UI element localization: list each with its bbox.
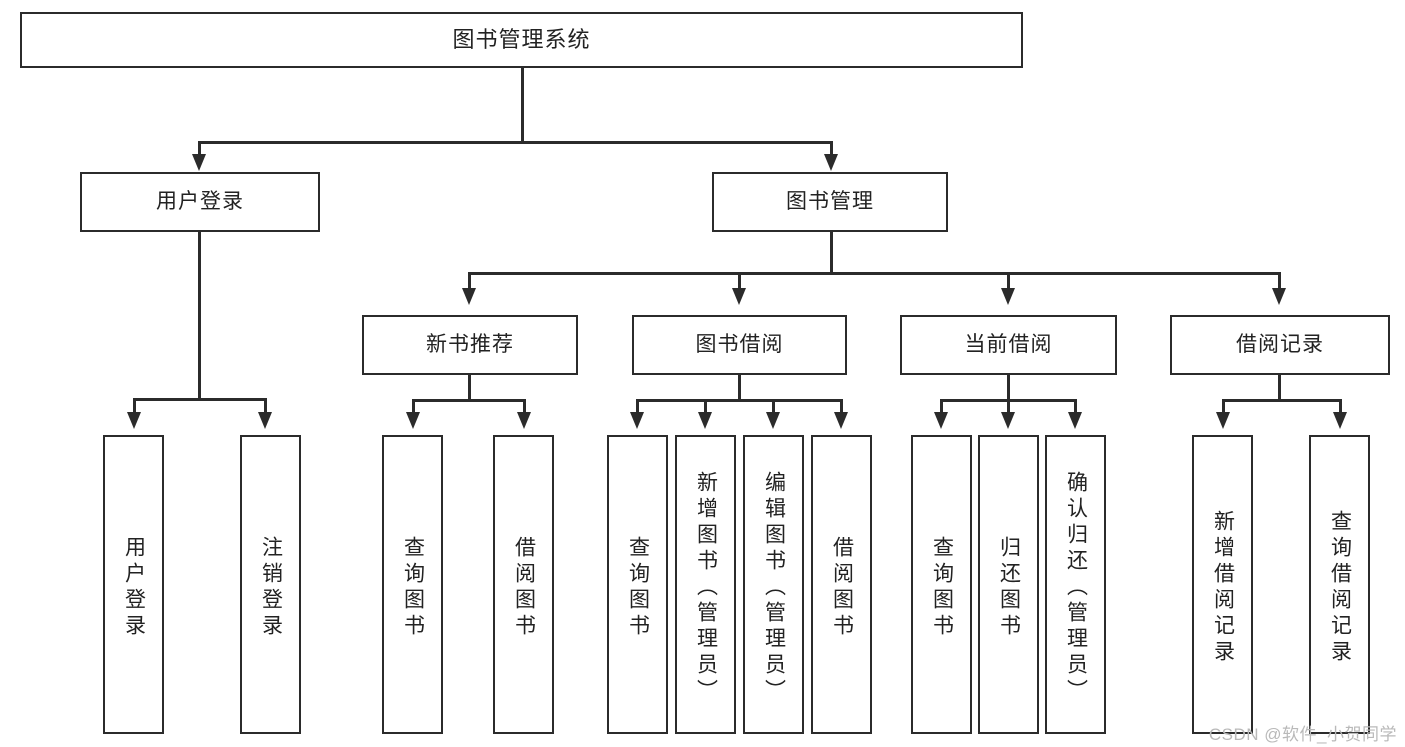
arrowhead-icon — [698, 412, 712, 429]
connector-current-borrow-trunk — [1007, 375, 1010, 401]
connector-root-bar — [198, 141, 832, 144]
leaf-new-book-borrow-book[interactable]: 借阅图书 — [493, 435, 554, 734]
leaf-current-return-book[interactable]: 归还图书 — [978, 435, 1039, 734]
arrowhead-icon — [766, 412, 780, 429]
node-label: 查询图书 — [930, 535, 954, 640]
node-root-book-management-system[interactable]: 图书管理系统 — [20, 12, 1023, 68]
arrowhead-icon — [630, 412, 644, 429]
connector-branch — [264, 398, 267, 416]
arrowhead-icon — [1068, 412, 1082, 429]
node-label: 图书借阅 — [695, 333, 784, 357]
connector-branch — [523, 399, 526, 416]
node-label: 图书管理系统 — [452, 26, 591, 52]
connector-new-book-trunk — [468, 375, 471, 401]
connector-root-to-book-management — [830, 141, 833, 165]
node-label: 用户登录 — [122, 535, 146, 640]
connector-branch — [738, 272, 741, 296]
node-label: 查询借阅记录 — [1328, 509, 1352, 666]
leaf-record-add-borrow-record[interactable]: 新增借阅记录 — [1192, 435, 1253, 734]
connector-book-management-trunk — [830, 232, 833, 274]
arrowhead-icon — [517, 412, 531, 429]
node-label: 注销登录 — [259, 535, 283, 640]
arrowhead-icon — [1001, 412, 1015, 429]
leaf-new-book-query-book[interactable]: 查询图书 — [382, 435, 443, 734]
node-book-management[interactable]: 图书管理 — [712, 172, 948, 232]
arrowhead-icon — [1272, 288, 1286, 305]
connector-user-login-bar — [133, 398, 264, 401]
node-label: 借阅图书 — [512, 535, 536, 640]
node-label: 新增借阅记录 — [1211, 509, 1235, 666]
node-label: 借阅记录 — [1236, 333, 1324, 357]
leaf-logout[interactable]: 注销登录 — [240, 435, 301, 734]
node-current-borrow[interactable]: 当前借阅 — [900, 315, 1117, 375]
connector-branch — [1007, 272, 1010, 296]
arrowhead-icon — [127, 412, 141, 429]
arrowhead-icon — [934, 412, 948, 429]
arrowhead-icon — [1216, 412, 1230, 429]
arrowhead-icon — [462, 288, 476, 305]
connector-borrow-record-bar — [1222, 399, 1339, 402]
leaf-current-confirm-return-admin[interactable]: 确认归还（管理员） — [1045, 435, 1106, 734]
connector-branch — [636, 399, 639, 416]
connector-level3-bar — [468, 272, 1280, 275]
node-label: 当前借阅 — [964, 333, 1053, 357]
connector-branch — [412, 399, 415, 416]
leaf-borrow-edit-book-admin[interactable]: 编辑图书（管理员） — [743, 435, 804, 734]
node-user-login[interactable]: 用户登录 — [80, 172, 320, 232]
node-label: 图书管理 — [786, 190, 874, 214]
node-new-book-recommend[interactable]: 新书推荐 — [362, 315, 578, 375]
connector-branch — [1074, 399, 1077, 416]
connector-book-borrow-bar — [636, 399, 842, 402]
connector-branch — [1222, 399, 1225, 416]
connector-branch — [840, 399, 843, 416]
connector-new-book-bar — [412, 399, 526, 402]
connector-branch — [1339, 399, 1342, 416]
node-book-borrow[interactable]: 图书借阅 — [632, 315, 847, 375]
node-label: 借阅图书 — [830, 535, 854, 640]
leaf-current-query-book[interactable]: 查询图书 — [911, 435, 972, 734]
leaf-user-login[interactable]: 用户登录 — [103, 435, 164, 734]
connector-root-trunk — [521, 68, 524, 142]
node-label: 查询图书 — [626, 535, 650, 640]
node-label: 用户登录 — [156, 190, 244, 214]
connector-branch — [704, 399, 707, 416]
arrowhead-icon — [732, 288, 746, 305]
connector-branch — [1007, 399, 1010, 416]
arrowhead-icon — [1001, 288, 1015, 305]
connector-root-to-user-login — [198, 141, 201, 165]
connector-branch — [940, 399, 943, 416]
node-label: 归还图书 — [997, 535, 1021, 640]
arrowhead-icon — [834, 412, 848, 429]
node-label: 确认归还（管理员） — [1064, 470, 1088, 705]
connector-branch — [1278, 272, 1281, 296]
arrowhead-icon — [406, 412, 420, 429]
leaf-borrow-query-book[interactable]: 查询图书 — [607, 435, 668, 734]
connector-borrow-record-trunk — [1278, 375, 1281, 401]
arrowhead-icon — [1333, 412, 1347, 429]
node-label: 新书推荐 — [426, 333, 514, 357]
connector-book-borrow-trunk — [738, 375, 741, 401]
node-label: 编辑图书（管理员） — [762, 470, 786, 705]
connector-branch — [468, 272, 471, 296]
node-borrow-record[interactable]: 借阅记录 — [1170, 315, 1390, 375]
arrowhead-icon — [258, 412, 272, 429]
leaf-record-query-borrow-record[interactable]: 查询借阅记录 — [1309, 435, 1370, 734]
leaf-borrow-add-book-admin[interactable]: 新增图书（管理员） — [675, 435, 736, 734]
watermark-text: CSDN @软件_小贺同学 — [1208, 725, 1397, 744]
arrowhead-icon — [192, 154, 206, 171]
connector-branch — [772, 399, 775, 416]
leaf-borrow-borrow-book[interactable]: 借阅图书 — [811, 435, 872, 734]
arrowhead-icon — [824, 154, 838, 171]
node-label: 查询图书 — [401, 535, 425, 640]
connector-user-login-trunk — [198, 232, 201, 400]
node-label: 新增图书（管理员） — [694, 470, 718, 705]
connector-branch — [133, 398, 136, 416]
